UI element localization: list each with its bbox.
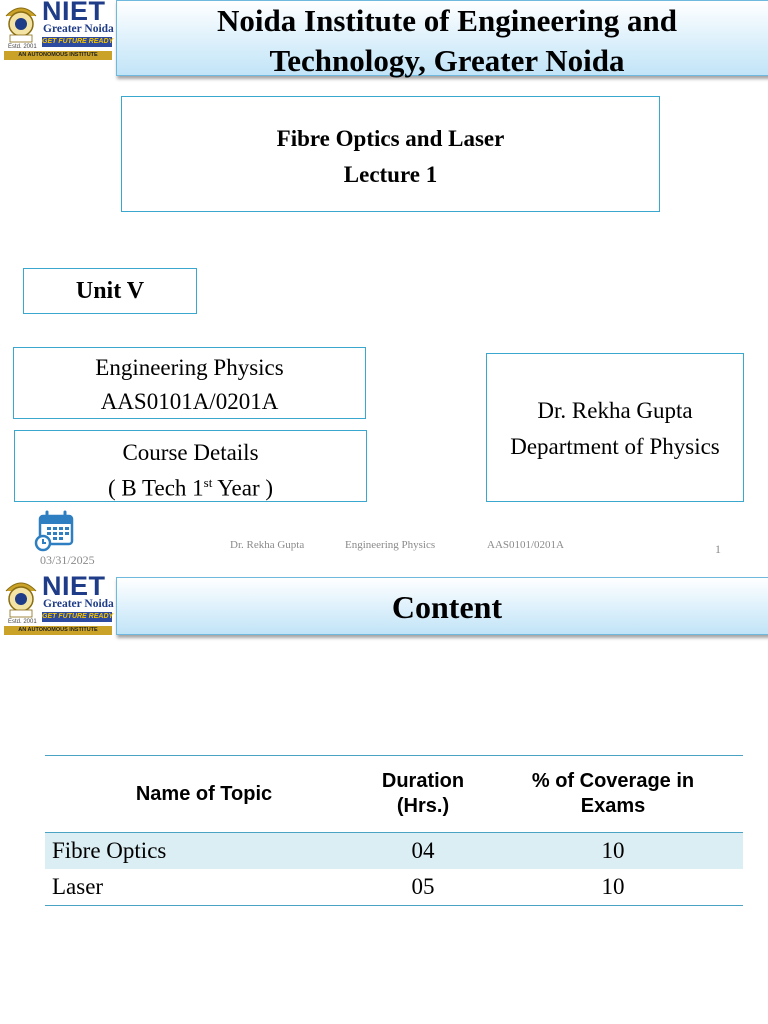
institute-title-bar: Noida Institute of Engineering and Techn… (116, 0, 768, 78)
logo-city-text: Greater Noida (43, 23, 114, 35)
cell-topic: Laser (52, 874, 104, 899)
footer-date: 03/31/2025 (40, 553, 95, 567)
cell-coverage: 10 (601, 838, 625, 863)
unit-label: Unit V (75, 278, 145, 304)
logo-tagline: GET FUTURE READY (42, 612, 114, 622)
niet-logo: NIET Greater Noida GET FUTURE READY Estd… (4, 0, 114, 62)
calendar-icon (34, 510, 74, 552)
lecture-number: Lecture 1 (343, 162, 438, 187)
footer-page-number: 1 (715, 542, 721, 556)
content-title-bar: Content (116, 577, 768, 635)
course-details-box: Course Details ( B Tech 1st Year ) (14, 430, 367, 502)
niet-seal-icon (5, 582, 37, 618)
subject-name: Engineering Physics (95, 355, 284, 380)
footer-subject: Engineering Physics (345, 539, 436, 551)
logo-niet-text: NIET (42, 0, 106, 26)
faculty-department: Department of Physics (510, 434, 720, 459)
cell-duration: 05 (411, 874, 435, 899)
table-header-row: Name of Topic Duration(Hrs.) % of Covera… (45, 755, 743, 833)
lecture-box: Fibre Optics and Laser Lecture 1 (121, 96, 660, 212)
institute-title-line1: Noida Institute of Engineering and (217, 3, 677, 38)
niet-seal-icon (5, 7, 37, 43)
faculty-name: Dr. Rekha Gupta (537, 398, 693, 423)
lecture-topic: Fibre Optics and Laser (276, 126, 505, 151)
unit-box: Unit V (23, 268, 197, 314)
cell-coverage: 10 (601, 874, 625, 899)
course-year: ( B Tech 1st Year ) (107, 475, 274, 501)
logo-niet-text: NIET (42, 571, 106, 601)
niet-logo-2: NIET Greater Noida GET FUTURE READY Estd… (4, 571, 114, 637)
topics-table: Name of Topic Duration(Hrs.) % of Covera… (45, 755, 743, 906)
logo-city-text: Greater Noida (43, 598, 114, 610)
content-title: Content (391, 589, 503, 625)
subject-box: Engineering Physics AAS0101A/0201A (13, 347, 366, 419)
header-topic: Name of Topic (135, 782, 273, 805)
table-row: Fibre Optics 04 10 (45, 832, 743, 869)
footer-code: AAS0101/0201A (487, 539, 565, 551)
logo-tagline: GET FUTURE READY (42, 37, 114, 47)
institute-title-line2: Technology, Greater Noida (269, 43, 625, 78)
subject-code: AAS0101A/0201A (100, 389, 279, 414)
course-details-label: Course Details (122, 440, 259, 465)
logo-estd: Estd. 2001 (8, 44, 37, 50)
cell-topic: Fibre Optics (52, 838, 167, 863)
logo-estd: Estd. 2001 (8, 619, 37, 625)
faculty-box: Dr. Rekha Gupta Department of Physics (486, 353, 744, 502)
table-row: Laser 05 10 (45, 869, 743, 906)
topics-table-wrap: Name of Topic Duration(Hrs.) % of Covera… (45, 755, 743, 906)
header-duration: Duration(Hrs.) (381, 770, 465, 817)
logo-autonomous-banner: AN AUTONOMOUS INSTITUTE (4, 626, 112, 635)
footer-faculty: Dr. Rekha Gupta (230, 539, 305, 551)
logo-autonomous-banner: AN AUTONOMOUS INSTITUTE (4, 51, 112, 60)
cell-duration: 04 (411, 838, 435, 863)
